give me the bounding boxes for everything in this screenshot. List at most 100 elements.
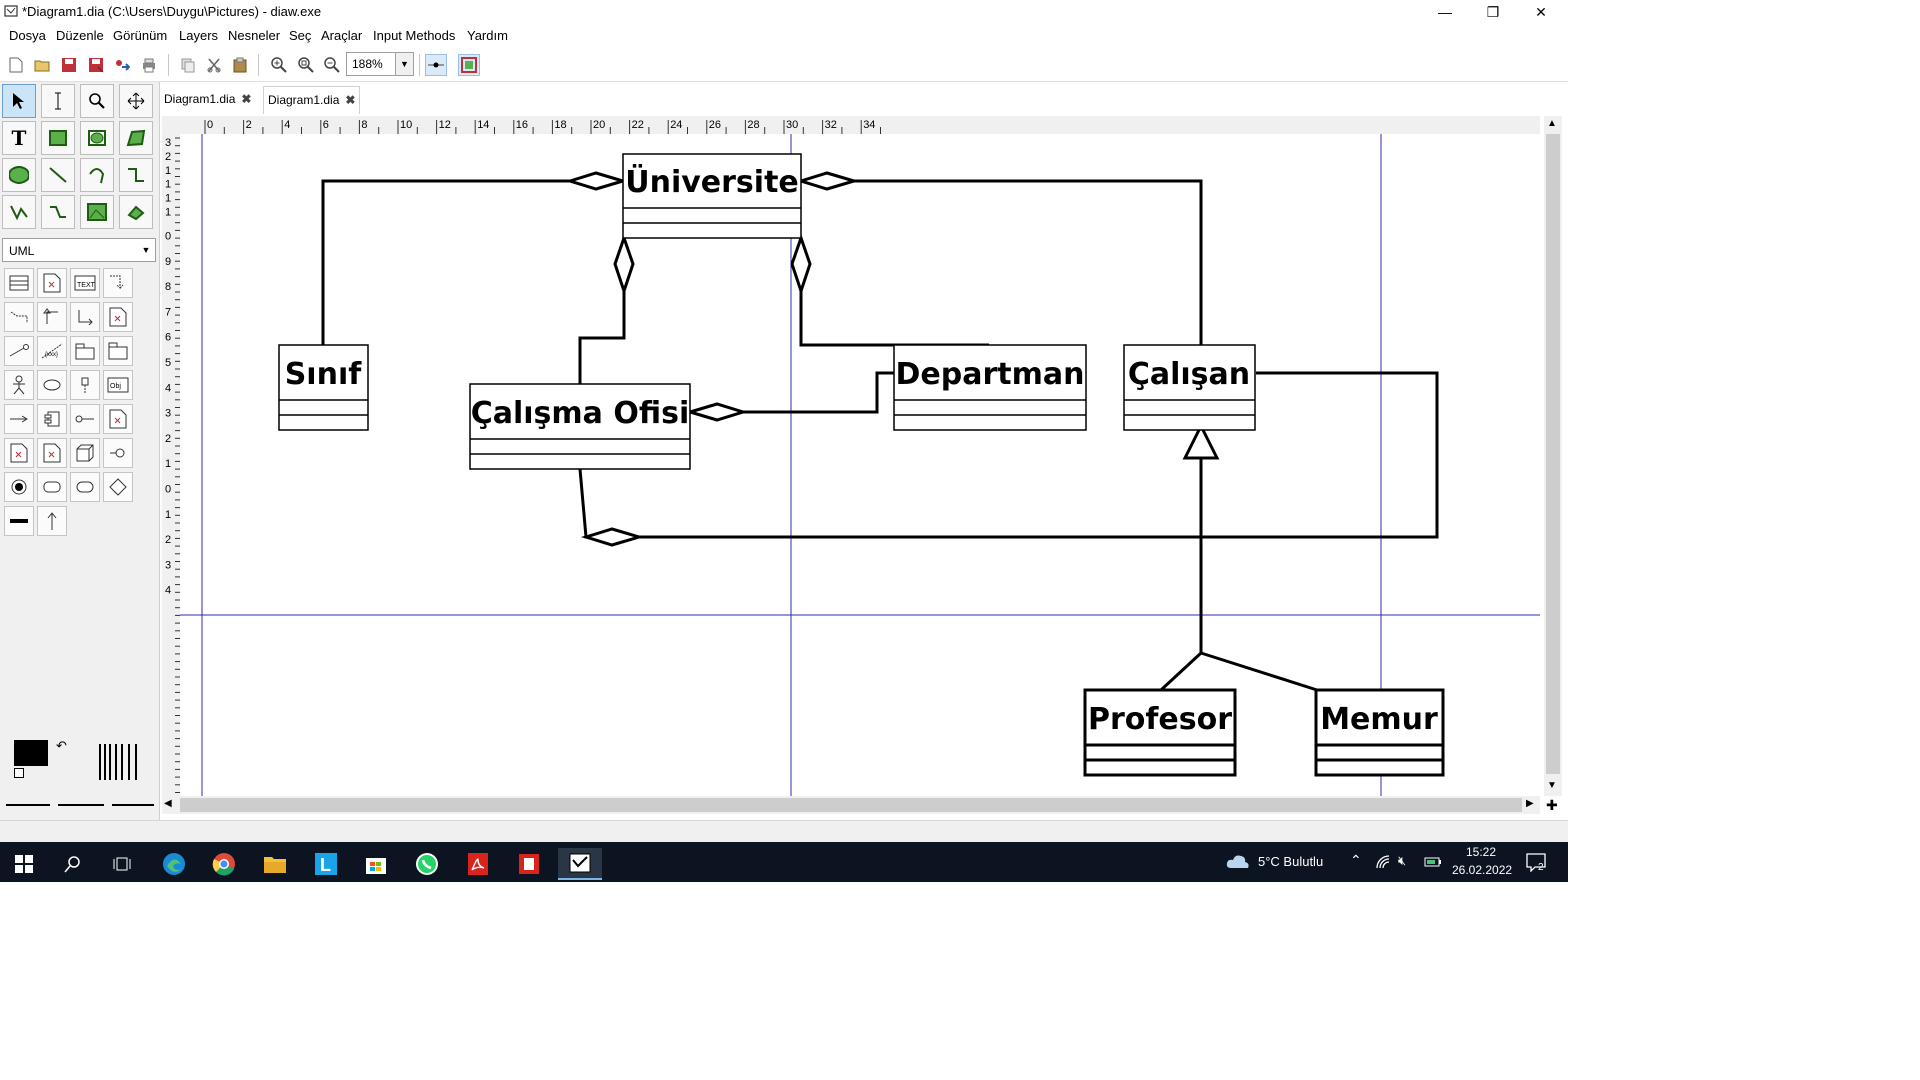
scroll-tool-icon[interactable]	[119, 84, 153, 118]
export-icon[interactable]	[111, 54, 133, 76]
uml-missing-shape-icon[interactable]	[103, 302, 133, 332]
image-tool-icon[interactable]	[80, 195, 114, 229]
scroll-left-icon[interactable]: ◀	[164, 798, 172, 809]
text-tool-icon[interactable]: T	[2, 121, 36, 155]
uml-object-shape-icon[interactable]: Obj	[103, 370, 133, 400]
menu-gorunum[interactable]: Görünüm	[113, 28, 168, 43]
class-title-profesor[interactable]: Profesor	[1088, 702, 1232, 737]
uml-note-shape-icon[interactable]	[37, 268, 67, 298]
class-title-sinif[interactable]: Sınıf	[285, 357, 363, 392]
menu-duzenle[interactable]: Düzenle	[56, 28, 104, 43]
weather-text[interactable]: 5°C Bulutlu	[1258, 854, 1324, 869]
volume-muted-icon[interactable]: 🔇︎	[1398, 853, 1407, 868]
start-windows-icon[interactable]	[2, 848, 46, 880]
menu-sec[interactable]: Seç	[289, 28, 312, 43]
class-title-universite[interactable]: Üniversite	[625, 163, 799, 200]
dia-taskbar-icon[interactable]	[558, 848, 602, 880]
uml-implements-shape-icon[interactable]	[4, 336, 34, 366]
notification-center-icon[interactable]	[1526, 852, 1548, 872]
polyline-tool-icon[interactable]	[2, 195, 36, 229]
class-title-calisma-ofisi[interactable]: Çalışma Ofisi	[471, 396, 690, 431]
file-explorer-icon[interactable]	[253, 848, 297, 880]
uml-small-package-shape-icon[interactable]	[70, 336, 100, 366]
box-tool-icon[interactable]	[41, 121, 75, 155]
uml-fork-shape-icon[interactable]	[4, 506, 34, 536]
battery-icon[interactable]	[1424, 856, 1442, 868]
uml-activity-shape-icon[interactable]	[70, 472, 100, 502]
default-colors-icon[interactable]	[14, 768, 24, 778]
menu-dosya[interactable]: Dosya	[9, 28, 46, 43]
uml-dependency-shape-icon[interactable]	[103, 268, 133, 298]
restore-button[interactable]: ❐	[1486, 3, 1500, 20]
whatsapp-icon[interactable]	[405, 848, 449, 880]
menu-araclar[interactable]: Araçlar	[321, 28, 363, 43]
class-title-departman[interactable]: Departman	[896, 357, 1085, 392]
pointer-tool-icon[interactable]	[2, 84, 36, 118]
uml-missing-shape-icon[interactable]	[37, 438, 67, 468]
tab-diagram1-first[interactable]: Diagram1.dia✖	[160, 86, 255, 114]
uml-node-shape-icon[interactable]	[70, 438, 100, 468]
print-icon[interactable]	[138, 54, 160, 76]
menu-input-methods[interactable]: Input Methods	[373, 28, 456, 43]
cloud-weather-icon[interactable]	[1226, 852, 1250, 870]
class-title-memur[interactable]: Memur	[1320, 702, 1438, 737]
scroll-right-icon[interactable]: ▶	[1526, 798, 1534, 809]
horizontal-scroll-thumb[interactable]	[180, 798, 1522, 812]
line-width-icon[interactable]	[96, 742, 142, 782]
uml-component-shape-icon[interactable]	[37, 404, 67, 434]
menu-yardim[interactable]: Yardım	[467, 28, 508, 43]
uml-message-shape-icon[interactable]	[4, 404, 34, 434]
search-icon[interactable]	[51, 848, 95, 880]
class-title-calisan[interactable]: Çalışan	[1128, 357, 1250, 392]
cut-icon[interactable]	[203, 54, 225, 76]
save-as-icon[interactable]	[85, 54, 107, 76]
copy-icon[interactable]	[177, 54, 199, 76]
clock-time[interactable]: 15:22	[1466, 845, 1497, 859]
save-icon[interactable]	[58, 54, 80, 76]
horizontal-scrollbar[interactable]: ◀ ▶	[162, 796, 1540, 814]
polygon-tool-icon[interactable]	[119, 121, 153, 155]
uml-interface-line-shape-icon[interactable]	[70, 404, 100, 434]
edge-browser-icon[interactable]	[152, 848, 196, 880]
uml-initial-state-shape-icon[interactable]	[4, 472, 34, 502]
scroll-down-icon[interactable]: ▼	[1547, 780, 1557, 791]
clock-date[interactable]: 26.02.2022	[1452, 863, 1513, 877]
snap-to-grid-icon[interactable]	[425, 54, 447, 76]
menu-layers[interactable]: Layers	[179, 28, 219, 43]
l-app-icon[interactable]: L	[304, 848, 348, 880]
vertical-scroll-thumb[interactable]	[1546, 134, 1560, 774]
arc-tool-icon[interactable]	[80, 158, 114, 192]
chevron-down-icon[interactable]: ▼	[141, 245, 151, 255]
swap-colors-icon[interactable]: ↶	[56, 738, 67, 753]
chevron-down-icon[interactable]: ▼	[395, 53, 413, 75]
zoom-out-icon[interactable]	[321, 54, 343, 76]
vertical-scrollbar[interactable]: ▲ ▼	[1544, 116, 1562, 796]
uml-realizes-shape-icon[interactable]	[4, 302, 34, 332]
zoom-in-icon[interactable]	[268, 54, 290, 76]
ellipse-tool-icon[interactable]	[80, 121, 114, 155]
bezier-line-tool-icon[interactable]	[41, 195, 75, 229]
close-button[interactable]: ✕	[1535, 3, 1547, 20]
close-tab-icon[interactable]: ✖	[241, 92, 252, 106]
uml-transition-shape-icon[interactable]	[37, 506, 67, 536]
chevron-up-icon[interactable]: ⌃	[1350, 852, 1362, 868]
uml-missing-shape-icon[interactable]	[4, 438, 34, 468]
uml-branch-shape-icon[interactable]	[103, 438, 133, 468]
office-app-icon[interactable]	[507, 848, 551, 880]
uml-usecase-shape-icon[interactable]	[37, 370, 67, 400]
uml-missing-shape-icon[interactable]	[103, 404, 133, 434]
uml-association-shape-icon[interactable]	[70, 302, 100, 332]
uml-generalization-shape-icon[interactable]	[37, 302, 67, 332]
zoom-select[interactable]: 188% ▼	[346, 52, 414, 76]
sheet-select[interactable]: UML ▼	[2, 238, 156, 262]
open-folder-icon[interactable]	[31, 54, 53, 76]
network-icon[interactable]	[1375, 854, 1391, 870]
scroll-up-icon[interactable]: ▲	[1547, 118, 1557, 129]
uml-state-shape-icon[interactable]	[37, 472, 67, 502]
minimize-button[interactable]: —	[1438, 4, 1452, 20]
line-tool-icon[interactable]	[41, 158, 75, 192]
task-view-icon[interactable]	[100, 848, 144, 880]
uml-actor-shape-icon[interactable]	[4, 370, 34, 400]
